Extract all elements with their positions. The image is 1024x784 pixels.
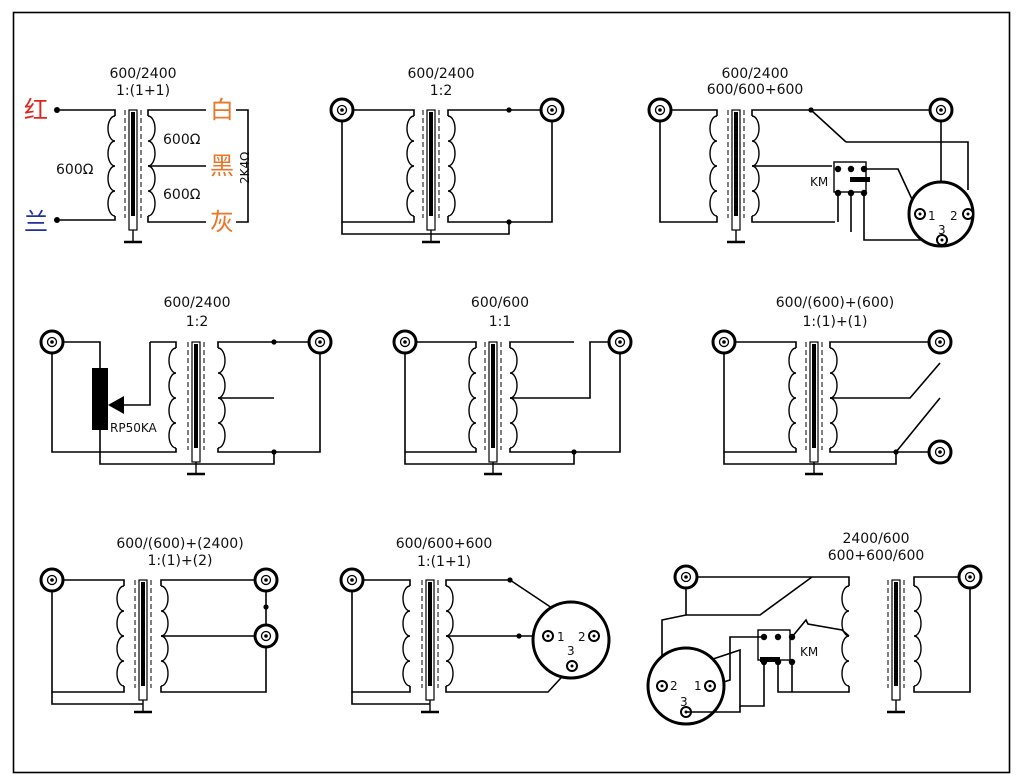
xlr-pin-icon	[542, 630, 554, 642]
panel-7-ratio: 600/(600)+(2400)	[116, 536, 243, 552]
primary-impedance: 600Ω	[56, 162, 94, 178]
outer-frame	[12, 11, 1011, 774]
secondary-impedance-1: 600Ω	[163, 132, 201, 148]
output-jack-icon	[307, 329, 333, 355]
panel-1-basic-wiring: 600/2400 1:(1+1) 红 兰 白 黑 灰 600Ω 600Ω 600…	[24, 66, 252, 244]
panel-5-turns: 1:1	[489, 314, 512, 330]
panel-6-turns: 1:(1)+(1)	[802, 314, 867, 330]
xlr-pin-icon	[566, 660, 578, 672]
panel-2-1to2: 600/2400 1:2	[329, 66, 565, 244]
output-jack-icon	[928, 97, 954, 123]
xlr-pin-icon	[656, 680, 668, 692]
panel-2-turns: 1:2	[430, 83, 453, 99]
input-jack-icon	[39, 329, 65, 355]
white-wire-label: 白	[210, 96, 234, 124]
panel-7-turns: 1:(1)+(2)	[147, 553, 212, 569]
output-jack-2-icon	[927, 439, 953, 465]
input-jack-icon	[392, 329, 418, 355]
input-jack-icon	[39, 567, 65, 593]
total-impedance: 2K4Ω	[238, 152, 252, 184]
panel-1-ratio: 600/2400	[109, 66, 176, 82]
black-wire-label: 黑	[210, 152, 234, 180]
input-jack-icon	[711, 329, 737, 355]
relay-label: KM	[810, 175, 828, 189]
xlr-pin-icon	[588, 630, 600, 642]
panel-6-ratio: 600/(600)+(600)	[776, 295, 894, 311]
panel-8-turns: 1:(1+1)	[417, 554, 471, 570]
panel-7-tapped-out: 600/(600)+(2400) 1:(1)+(2)	[39, 536, 279, 714]
panel-4-potentiometer: 600/2400 1:2 RP50KA	[39, 295, 333, 476]
output-jack-1-icon	[927, 329, 953, 355]
blue-wire-label: 兰	[24, 208, 48, 236]
xlr-pin-1-label: 1	[928, 209, 936, 223]
panel-9-ratio: 2400/600	[842, 531, 909, 547]
xlr-pin-1-label: 1	[694, 679, 702, 693]
potentiometer-label: RP50KA	[110, 421, 158, 435]
xlr-pin-2-label: 2	[950, 209, 958, 223]
output-jack-icon	[539, 97, 565, 123]
output-jack-icon	[607, 329, 633, 355]
panel-5-ratio: 600/600	[471, 295, 529, 311]
panel-6-dual-out: 600/(600)+(600) 1:(1)+(1)	[711, 295, 953, 476]
output-jack-icon	[957, 564, 983, 590]
input-jack-icon	[329, 97, 355, 123]
panel-2-ratio: 600/2400	[407, 66, 474, 82]
xlr-pin-1-label: 1	[557, 630, 565, 644]
xlr-pin-2-label: 2	[578, 630, 586, 644]
red-wire-label: 红	[24, 96, 48, 124]
input-jack-icon	[647, 97, 673, 123]
panel-8-ratio: 600/600+600	[396, 536, 493, 552]
gray-wire-label: 灰	[210, 208, 234, 236]
xlr-pin-3-label: 3	[680, 695, 688, 709]
panel-3-ratio: 600/2400	[721, 66, 788, 82]
output-jack-1-icon	[253, 567, 279, 593]
input-jack-icon	[339, 567, 365, 593]
secondary-impedance-2: 600Ω	[163, 187, 201, 203]
panel-3-turns: 600/600+600	[707, 82, 804, 98]
panel-1-turns: 1:(1+1)	[116, 83, 170, 99]
panel-9-xlr-in: 2400/600 600+600/600 KM 1 2 3	[646, 531, 983, 726]
panel-8-xlr-out: 600/600+600 1:(1+1) 1 2 3	[339, 536, 611, 714]
xlr-pin-3-label: 3	[938, 223, 946, 237]
xlr-pin-icon	[914, 208, 926, 220]
output-jack-2-icon	[253, 623, 279, 649]
panel-3-balanced-out: 600/2400 600/600+600 KM 1	[647, 66, 975, 248]
xlr-pin-icon	[962, 208, 974, 220]
input-jack-icon	[673, 564, 699, 590]
panel-4-ratio: 600/2400	[163, 295, 230, 311]
xlr-pin-2-label: 2	[670, 679, 678, 693]
panel-5-1to1: 600/600 1:1	[392, 295, 633, 476]
panel-9-turns: 600+600/600	[828, 548, 925, 564]
panel-4-turns: 1:2	[186, 314, 209, 330]
relay-label: KM	[800, 645, 818, 659]
xlr-pin-3-label: 3	[567, 644, 575, 658]
xlr-pin-icon	[704, 680, 716, 692]
